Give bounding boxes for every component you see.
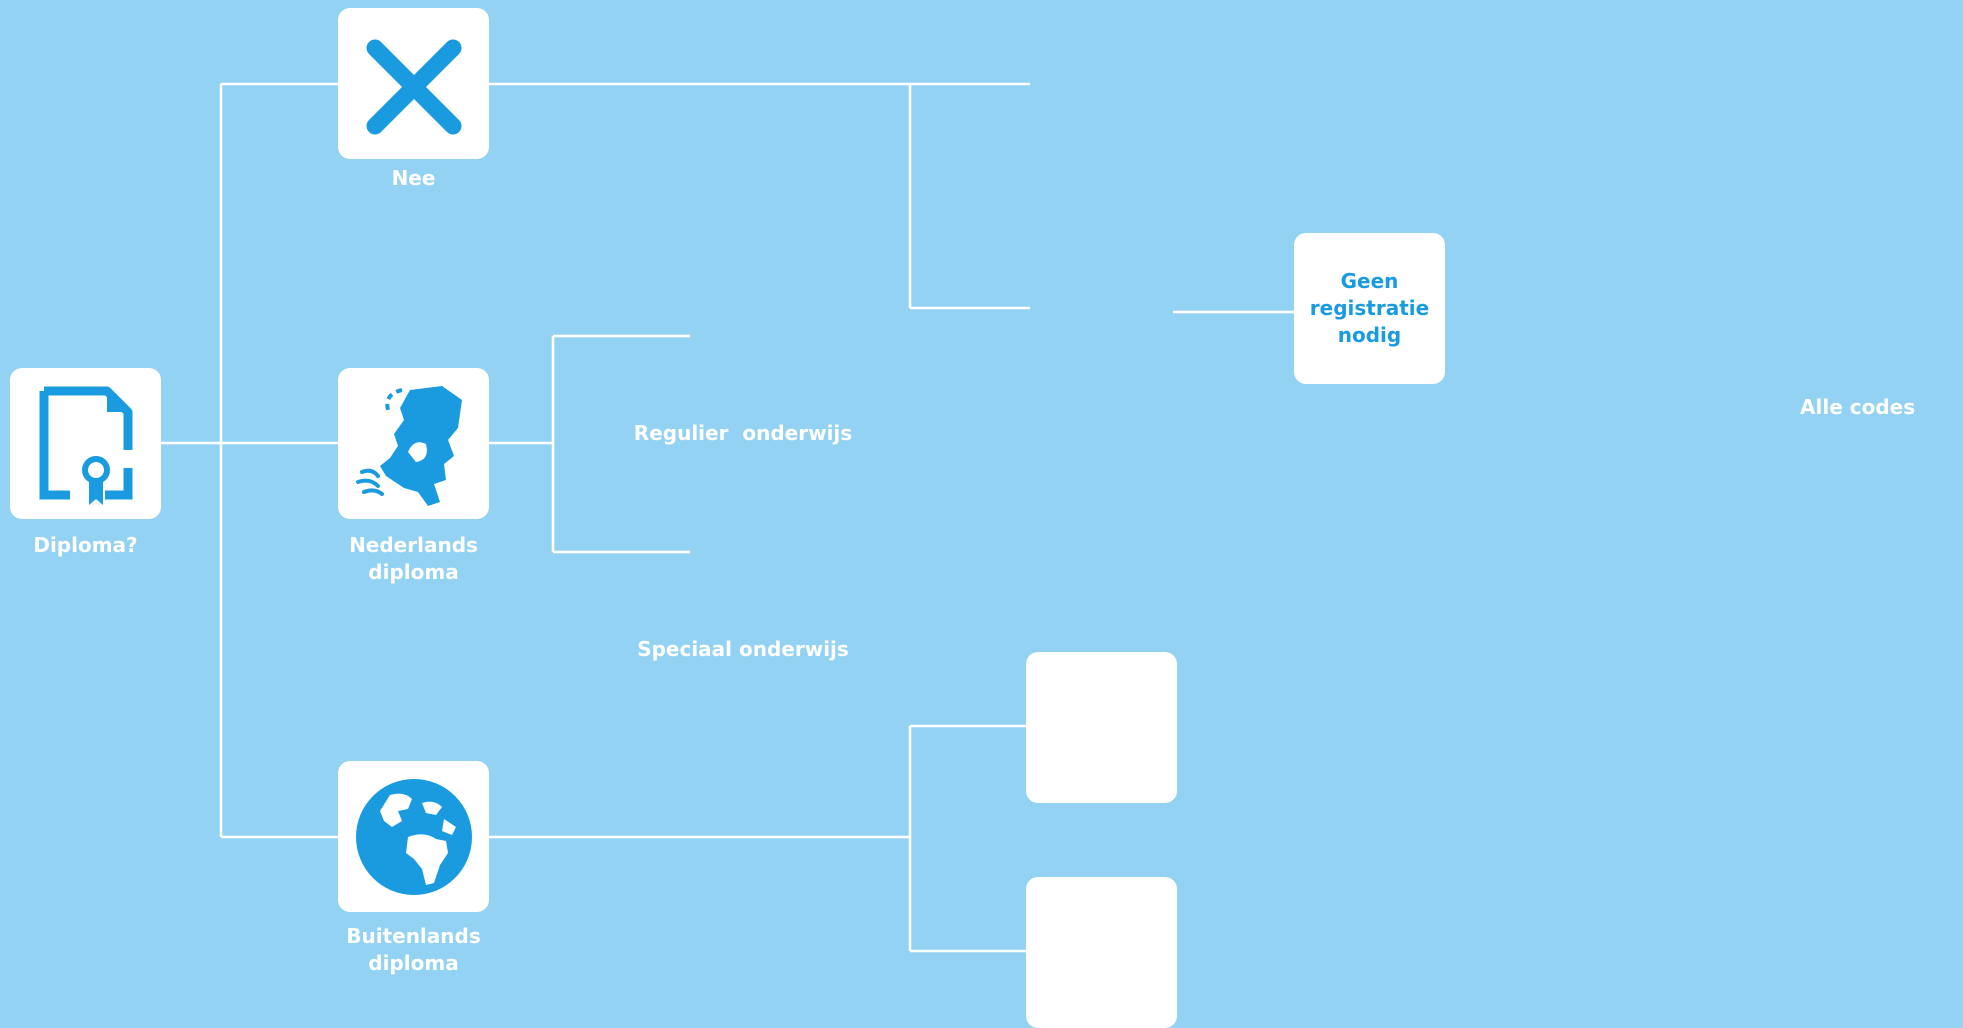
geen-registratie-box: Geen registratie nodig (1294, 233, 1445, 384)
nederlands-node (338, 368, 489, 519)
diploma-label: Diploma? (33, 533, 138, 557)
nee-label: Nee (391, 166, 436, 190)
buitenlands-label: Buitenlands diploma (338, 923, 489, 977)
nee-node (338, 8, 489, 159)
empty-box-lower (1026, 877, 1177, 1028)
diploma-node (10, 368, 161, 519)
buitenlands-node (338, 761, 489, 912)
close-x-icon (366, 39, 462, 135)
buitenlands-label-line2: diploma (368, 951, 459, 975)
nederlands-label-line2: diploma (368, 560, 459, 584)
diploma-certificate-icon (39, 386, 133, 505)
buitenlands-label-line1: Buitenlands (346, 924, 481, 948)
nederlands-label-line1: Nederlands (349, 533, 478, 557)
alle-codes-label: Alle codes (1800, 395, 1916, 419)
geen-registratie-text: Geen registratie nodig (1294, 268, 1445, 349)
nederlands-label: Nederlands diploma (338, 532, 489, 586)
empty-box-upper (1026, 652, 1177, 803)
geen-line2: registratie (1309, 296, 1430, 320)
regulier-onderwijs-label: Regulier onderwijs (633, 421, 853, 445)
speciaal-onderwijs-label: Speciaal onderwijs (637, 637, 849, 661)
netherlands-map-icon (356, 386, 462, 506)
geen-line3: nodig (1337, 323, 1402, 347)
globe-icon (356, 779, 472, 895)
geen-line1: Geen (1340, 269, 1399, 293)
